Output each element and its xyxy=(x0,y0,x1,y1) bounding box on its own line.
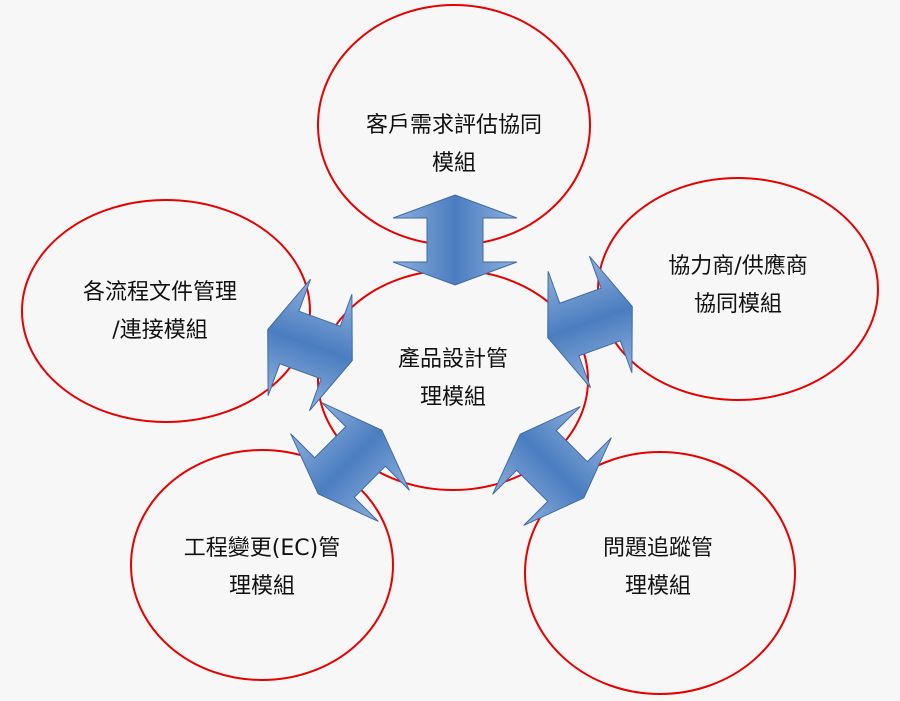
bottom-right-module-label: 問題追蹤管 理模組 xyxy=(603,530,713,606)
label-line: 理模組 xyxy=(228,574,295,599)
label-line: 協同模組 xyxy=(693,292,783,317)
label-line: 理模組 xyxy=(624,574,692,599)
label-line: 模組 xyxy=(431,151,477,176)
ellipse-left xyxy=(21,199,311,423)
ellipse-bottom-left xyxy=(130,449,394,681)
ellipse-bottom-right xyxy=(524,451,796,695)
bottom-left-module-label: 工程變更(EC)管 理模組 xyxy=(184,530,340,606)
label-line: 協力商/供應商 xyxy=(668,254,808,279)
double-arrow-left xyxy=(246,270,374,420)
double-arrow-right xyxy=(526,247,654,397)
label-line: 問題追蹤管 xyxy=(602,536,714,561)
top-module-label: 客戶需求評估協同 模組 xyxy=(366,107,542,183)
center-module-label: 產品設計管 理模組 xyxy=(398,341,508,417)
label-line: 客戶需求評估協同 xyxy=(365,113,543,138)
right-module-label: 協力商/供應商 協同模組 xyxy=(668,248,807,324)
label-line: 理模組 xyxy=(419,385,487,410)
label-line: 各流程文件管理 xyxy=(82,280,238,305)
label-line: 產品設計管 xyxy=(397,347,509,372)
label-line: 工程變更(EC)管 xyxy=(183,536,341,561)
label-line: /連接模組 xyxy=(112,318,208,343)
left-module-label: 各流程文件管理 /連接模組 xyxy=(83,274,237,350)
